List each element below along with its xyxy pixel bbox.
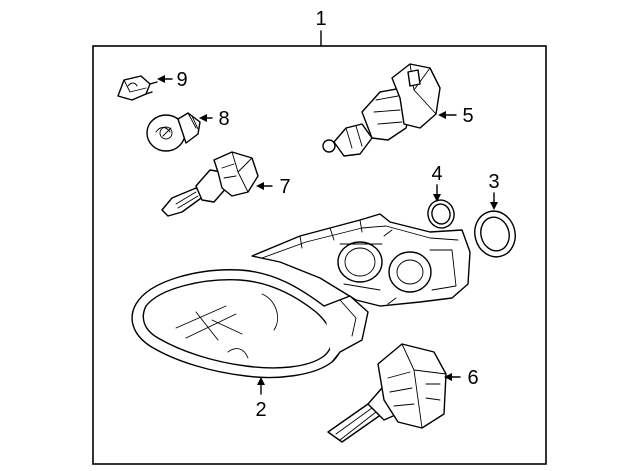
part-3-cover-ring[interactable] [470,207,521,262]
callout-3-label: 3 [488,171,499,193]
callout-5[interactable]: 5 [438,105,474,127]
callout-2-label: 2 [255,399,266,421]
part-7-halogen-bulb[interactable] [161,151,259,217]
callout-9-label: 9 [176,69,187,91]
part-2-headlamp-lens[interactable] [131,269,369,379]
part-8-round-bulb[interactable] [146,112,201,152]
headlamp-housing [251,213,471,307]
callout-3[interactable]: 3 [488,171,500,210]
callout-6[interactable]: 6 [444,367,479,389]
callout-5-label: 5 [462,105,473,127]
callout-4-label: 4 [431,163,442,185]
callout-7-label: 7 [279,176,290,198]
callout-9[interactable]: 9 [157,69,188,91]
callout-6-label: 6 [467,367,478,389]
callout-8[interactable]: 8 [199,108,230,130]
callout-7[interactable]: 7 [256,176,291,198]
callout-4[interactable]: 4 [431,163,443,202]
assembly-frame [92,45,547,465]
callout-8-label: 8 [218,108,229,130]
part-4-seal-ring[interactable] [425,197,457,231]
part-5-bulb-socket[interactable] [322,63,441,157]
callout-1[interactable]: 1 [315,8,327,47]
callout-1-label: 1 [315,8,326,30]
callout-2[interactable]: 2 [255,377,267,421]
part-9-wedge-bulb[interactable] [117,75,158,101]
part-6-xenon-bulb[interactable] [327,343,447,443]
